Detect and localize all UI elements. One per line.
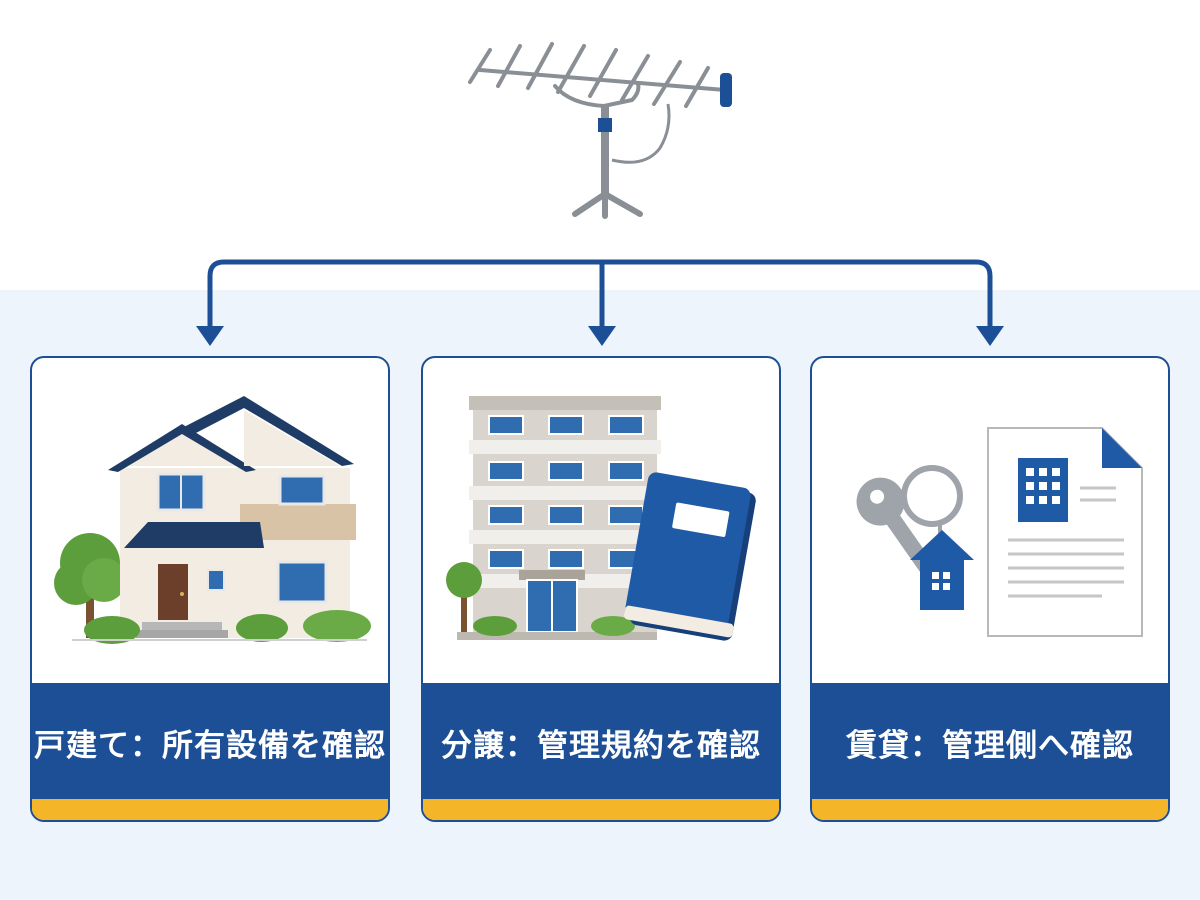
card-condominium: 分譲：管理規約を確認: [421, 356, 781, 822]
card-detached-house: 戸建て：所有設備を確認: [30, 356, 390, 822]
condominium-building-with-rulebook-icon: [446, 396, 756, 641]
card-label-bar: 分譲：管理規約を確認: [423, 683, 779, 801]
card-label-bar: 戸建て：所有設備を確認: [32, 683, 388, 801]
branch-connector: [196, 259, 1004, 346]
card-accent-bar: [32, 799, 388, 820]
tv-antenna-icon: [468, 42, 732, 219]
arrow-down-icon: [976, 326, 1004, 346]
card-label: 賃貸：管理側へ確認: [846, 727, 1134, 764]
arrow-down-icon: [588, 326, 616, 346]
keys-and-lease-contract-icon: [856, 427, 1143, 637]
card-accent-bar: [812, 799, 1168, 820]
detached-house-icon: [54, 396, 371, 644]
card-label: 分譲：管理規約を確認: [441, 727, 761, 764]
card-label: 戸建て：所有設備を確認: [34, 727, 386, 764]
card-accent-bar: [423, 799, 779, 820]
card-rental: 賃貸：管理側へ確認: [810, 356, 1170, 822]
arrow-down-icon: [196, 326, 224, 346]
card-label-bar: 賃貸：管理側へ確認: [812, 683, 1168, 801]
